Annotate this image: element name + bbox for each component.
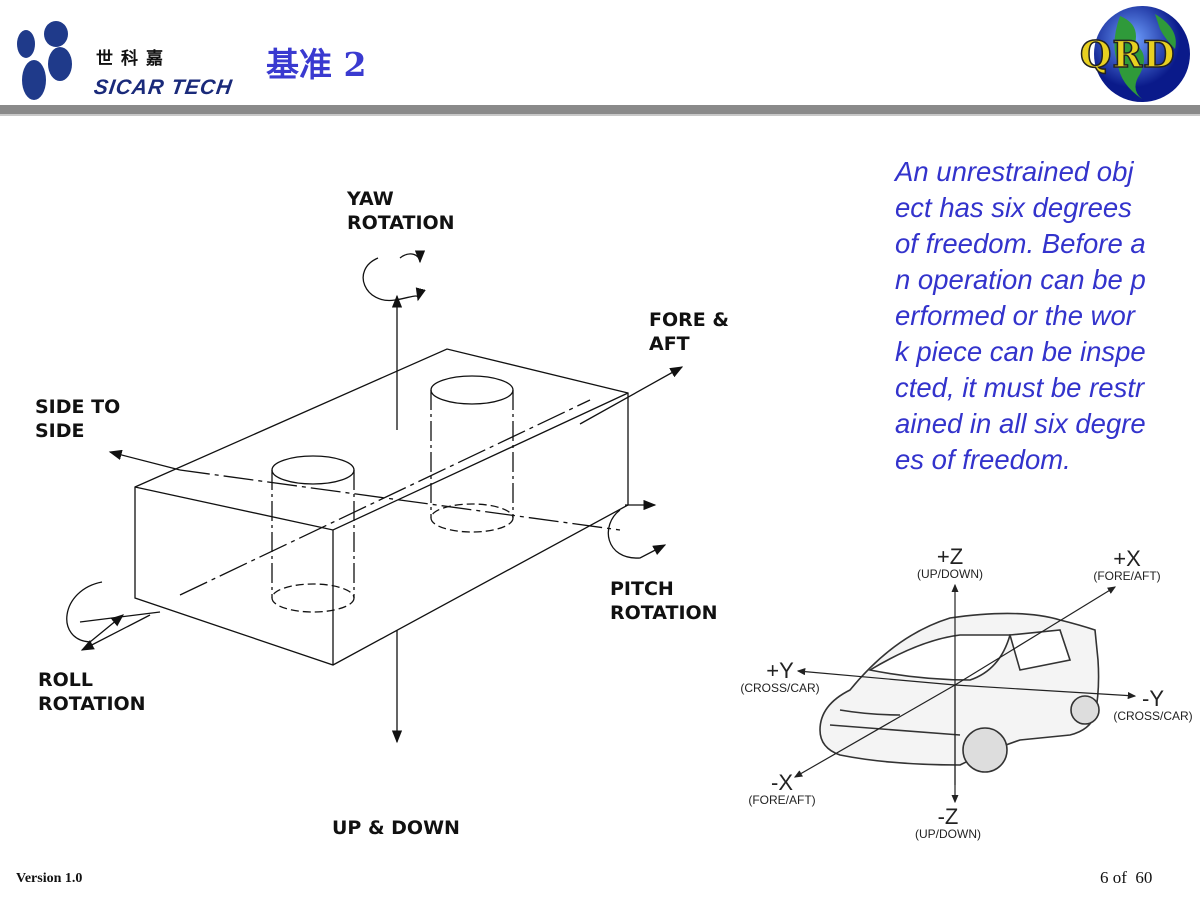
slide-title: 基准 2 [266,45,367,84]
fore-aft-label: FORE &AFT [649,309,729,355]
up-down-label: UP & DOWN [332,817,460,839]
paragraph-line: of freedom. Before a [895,228,1146,259]
pitch-rotation-icon [607,509,667,559]
car-axes-figure [793,583,1137,804]
roll-rotation-icon [66,581,125,643]
paragraph-line: erformed or the wor [895,300,1135,331]
car-axis-pos-y: +Y(CROSS/CAR) [740,658,820,695]
paragraph-line: k piece can be inspe [895,336,1146,367]
car-axis-neg-y: -Y(CROSS/CAR) [1113,686,1193,723]
side-axis-arrow [108,449,181,471]
car-axis-pos-z: +Z(UP/DOWN) [917,544,983,581]
paragraph-line: ect has six degrees [895,192,1132,223]
hole-bottom-right [430,503,514,533]
paragraph-line: cted, it must be restr [895,372,1145,403]
logo-chinese-text: 世科嘉 [96,49,171,69]
hole-top-right [430,375,514,405]
hole-bottom-left [271,583,355,613]
car-axis-pos-x: +X(FORE/AFT) [1093,546,1161,583]
qrd-globe-logo: QRD [1079,4,1194,104]
header-divider [0,105,1200,114]
globe-icon [1094,6,1190,102]
car-axis-neg-x: -X(FORE/AFT) [748,770,816,807]
header-divider-shadow [0,114,1200,116]
hole-top-left [271,455,355,485]
paragraph-line: es of freedom. [895,444,1071,475]
qrd-badge-text: QRD [1079,33,1176,77]
fore-aft-axis-arrow [579,366,684,425]
paragraph-line: ained in all six degre [895,408,1146,439]
paragraph-line: n operation can be p [895,264,1146,295]
sicar-logo-icon [17,21,72,100]
page-number: 6 of 60 [1100,868,1153,887]
car-axis-neg-z: -Z(UP/DOWN) [915,804,981,841]
description-paragraph: An unrestrained obj ect has six degrees … [895,154,1146,478]
six-dof-block-diagram [66,250,684,744]
yaw-rotation-icon [362,257,426,302]
car-sketch-icon [819,612,1100,773]
version-label: Version 1.0 [16,871,83,886]
paragraph-line: An unrestrained obj [895,156,1134,187]
